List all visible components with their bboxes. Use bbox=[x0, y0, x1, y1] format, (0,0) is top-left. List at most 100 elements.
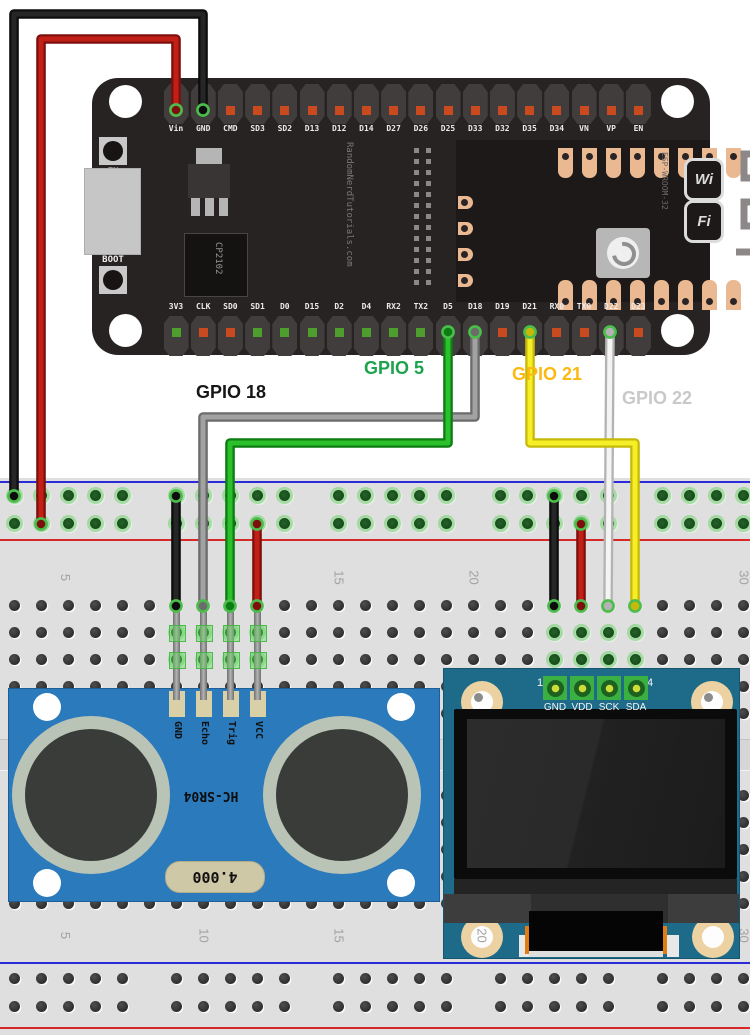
breadboard-hole bbox=[494, 653, 506, 665]
esp32-pin-label: D13 bbox=[304, 124, 320, 133]
breadboard-rail-hole bbox=[548, 972, 560, 984]
breadboard-hole bbox=[251, 897, 263, 909]
breadboard-hole bbox=[386, 653, 398, 665]
breadboard-hole bbox=[656, 653, 668, 665]
breadboard-hole bbox=[521, 626, 533, 638]
esp32-pin-label: TX2 bbox=[413, 302, 429, 311]
esp32-pin[interactable] bbox=[353, 84, 379, 124]
en-button[interactable] bbox=[99, 137, 127, 165]
oled-pin[interactable] bbox=[543, 676, 567, 700]
oled-pin[interactable] bbox=[624, 676, 648, 700]
breadboard-hole bbox=[8, 626, 20, 638]
hcsr04-pin bbox=[253, 612, 261, 700]
breadboard-hole bbox=[170, 599, 182, 611]
oled-pin1-number: 1 bbox=[537, 677, 544, 689]
breadboard-rail-hole bbox=[737, 517, 749, 529]
hcsr04-pin-label: Echo bbox=[199, 721, 210, 746]
breadboard-hole bbox=[35, 680, 47, 692]
esp32-pin[interactable] bbox=[217, 84, 243, 124]
breadboard-rail-hole bbox=[656, 1000, 668, 1012]
boot-button[interactable] bbox=[99, 266, 127, 294]
oled-pin-label: SCK bbox=[598, 702, 620, 713]
breadboard-hole bbox=[737, 626, 749, 638]
hcsr04-pin bbox=[199, 612, 207, 700]
breadboard-hole bbox=[413, 897, 425, 909]
breadboard-rail-hole bbox=[359, 972, 371, 984]
regulator-leg bbox=[205, 198, 214, 216]
esp32-pin[interactable] bbox=[517, 84, 543, 124]
breadboard-hole bbox=[359, 626, 371, 638]
breadboard-rail-hole bbox=[710, 489, 722, 501]
breadboard-hole bbox=[602, 653, 614, 665]
esp32-pin[interactable] bbox=[625, 84, 651, 124]
breadboard-hole bbox=[89, 680, 101, 692]
pin-highlight bbox=[222, 652, 240, 669]
module-pad bbox=[606, 148, 621, 178]
esp32-pin-label: D18 bbox=[467, 302, 483, 311]
breadboard-rail-hole bbox=[656, 517, 668, 529]
esp32-pin-pad bbox=[280, 327, 290, 337]
breadboard-hole bbox=[737, 653, 749, 665]
module-pad bbox=[630, 148, 645, 178]
breadboard-hole bbox=[737, 789, 749, 801]
breadboard-hole bbox=[35, 897, 47, 909]
esp32-pin-pad bbox=[253, 105, 263, 115]
oled-pin[interactable] bbox=[597, 676, 621, 700]
esp32-pin-label: RX0 bbox=[549, 302, 565, 311]
breadboard-hole bbox=[278, 653, 290, 665]
esp32-pin-label: D14 bbox=[359, 124, 374, 133]
esp-wroom-module: ESP-WROOM-32 Wi Fi bbox=[456, 140, 750, 310]
esp32-pin-pad bbox=[441, 325, 455, 339]
breadboard-hole bbox=[629, 599, 641, 611]
esp32-pin[interactable] bbox=[299, 84, 325, 124]
esp32-pin-pad bbox=[171, 327, 181, 337]
hcsr04-pin bbox=[172, 612, 180, 700]
esp32-pin[interactable] bbox=[272, 84, 298, 124]
esp32-pin[interactable] bbox=[462, 84, 488, 124]
esp32-pin[interactable] bbox=[571, 84, 597, 124]
breadboard-rail-hole bbox=[548, 1000, 560, 1012]
esp32-pin-pad bbox=[307, 105, 317, 115]
esp32-pin[interactable] bbox=[326, 84, 352, 124]
esp32-pin-label: D0 bbox=[279, 302, 290, 311]
breadboard-rail-hole bbox=[170, 972, 182, 984]
crystal-oscillator: 4.000 bbox=[165, 861, 265, 893]
module-pad bbox=[458, 222, 473, 235]
mounting-hole bbox=[387, 693, 415, 721]
oled-pin[interactable] bbox=[570, 676, 594, 700]
breadboard-hole bbox=[440, 626, 452, 638]
breadboard-hole bbox=[737, 870, 749, 882]
breadboard-hole bbox=[224, 897, 236, 909]
breadboard-rail-hole bbox=[251, 489, 263, 501]
breadboard-hole bbox=[629, 626, 641, 638]
breadboard-hole bbox=[683, 599, 695, 611]
esp32-pin[interactable] bbox=[408, 84, 434, 124]
breadboard-hole bbox=[197, 599, 209, 611]
breadboard-rail-hole bbox=[278, 1000, 290, 1012]
esp32-pin-pad bbox=[416, 327, 426, 337]
breadboard-rail-hole bbox=[656, 489, 668, 501]
pad-column bbox=[414, 148, 419, 286]
esp32-pin[interactable] bbox=[435, 84, 461, 124]
breadboard-rail-hole bbox=[278, 489, 290, 501]
esp32-pin[interactable] bbox=[544, 84, 570, 124]
esp32-pin-pad bbox=[552, 327, 562, 337]
esp32-pin[interactable] bbox=[489, 84, 515, 124]
breadboard-rail-hole bbox=[683, 972, 695, 984]
esp32-pin[interactable] bbox=[245, 84, 271, 124]
module-pad bbox=[702, 280, 717, 310]
esp32-pin-label: D26 bbox=[413, 124, 429, 133]
esp32-pin-label: D4 bbox=[361, 302, 372, 311]
top-rail-positive-line bbox=[0, 539, 750, 541]
esp32-pin[interactable] bbox=[381, 84, 407, 124]
module-pad bbox=[726, 148, 741, 178]
mounting-hole bbox=[33, 869, 61, 897]
esp32-pin[interactable] bbox=[598, 84, 624, 124]
module-label: ESP-WROOM-32 bbox=[660, 152, 669, 210]
gpio5-label: GPIO 5 bbox=[364, 358, 425, 378]
esp32-pin-pad bbox=[334, 327, 344, 337]
esp32-devkit-board[interactable]: EN BOOT CP2102 RandomNerdTutorials.com E… bbox=[84, 78, 750, 356]
breadboard-rail-hole bbox=[494, 517, 506, 529]
